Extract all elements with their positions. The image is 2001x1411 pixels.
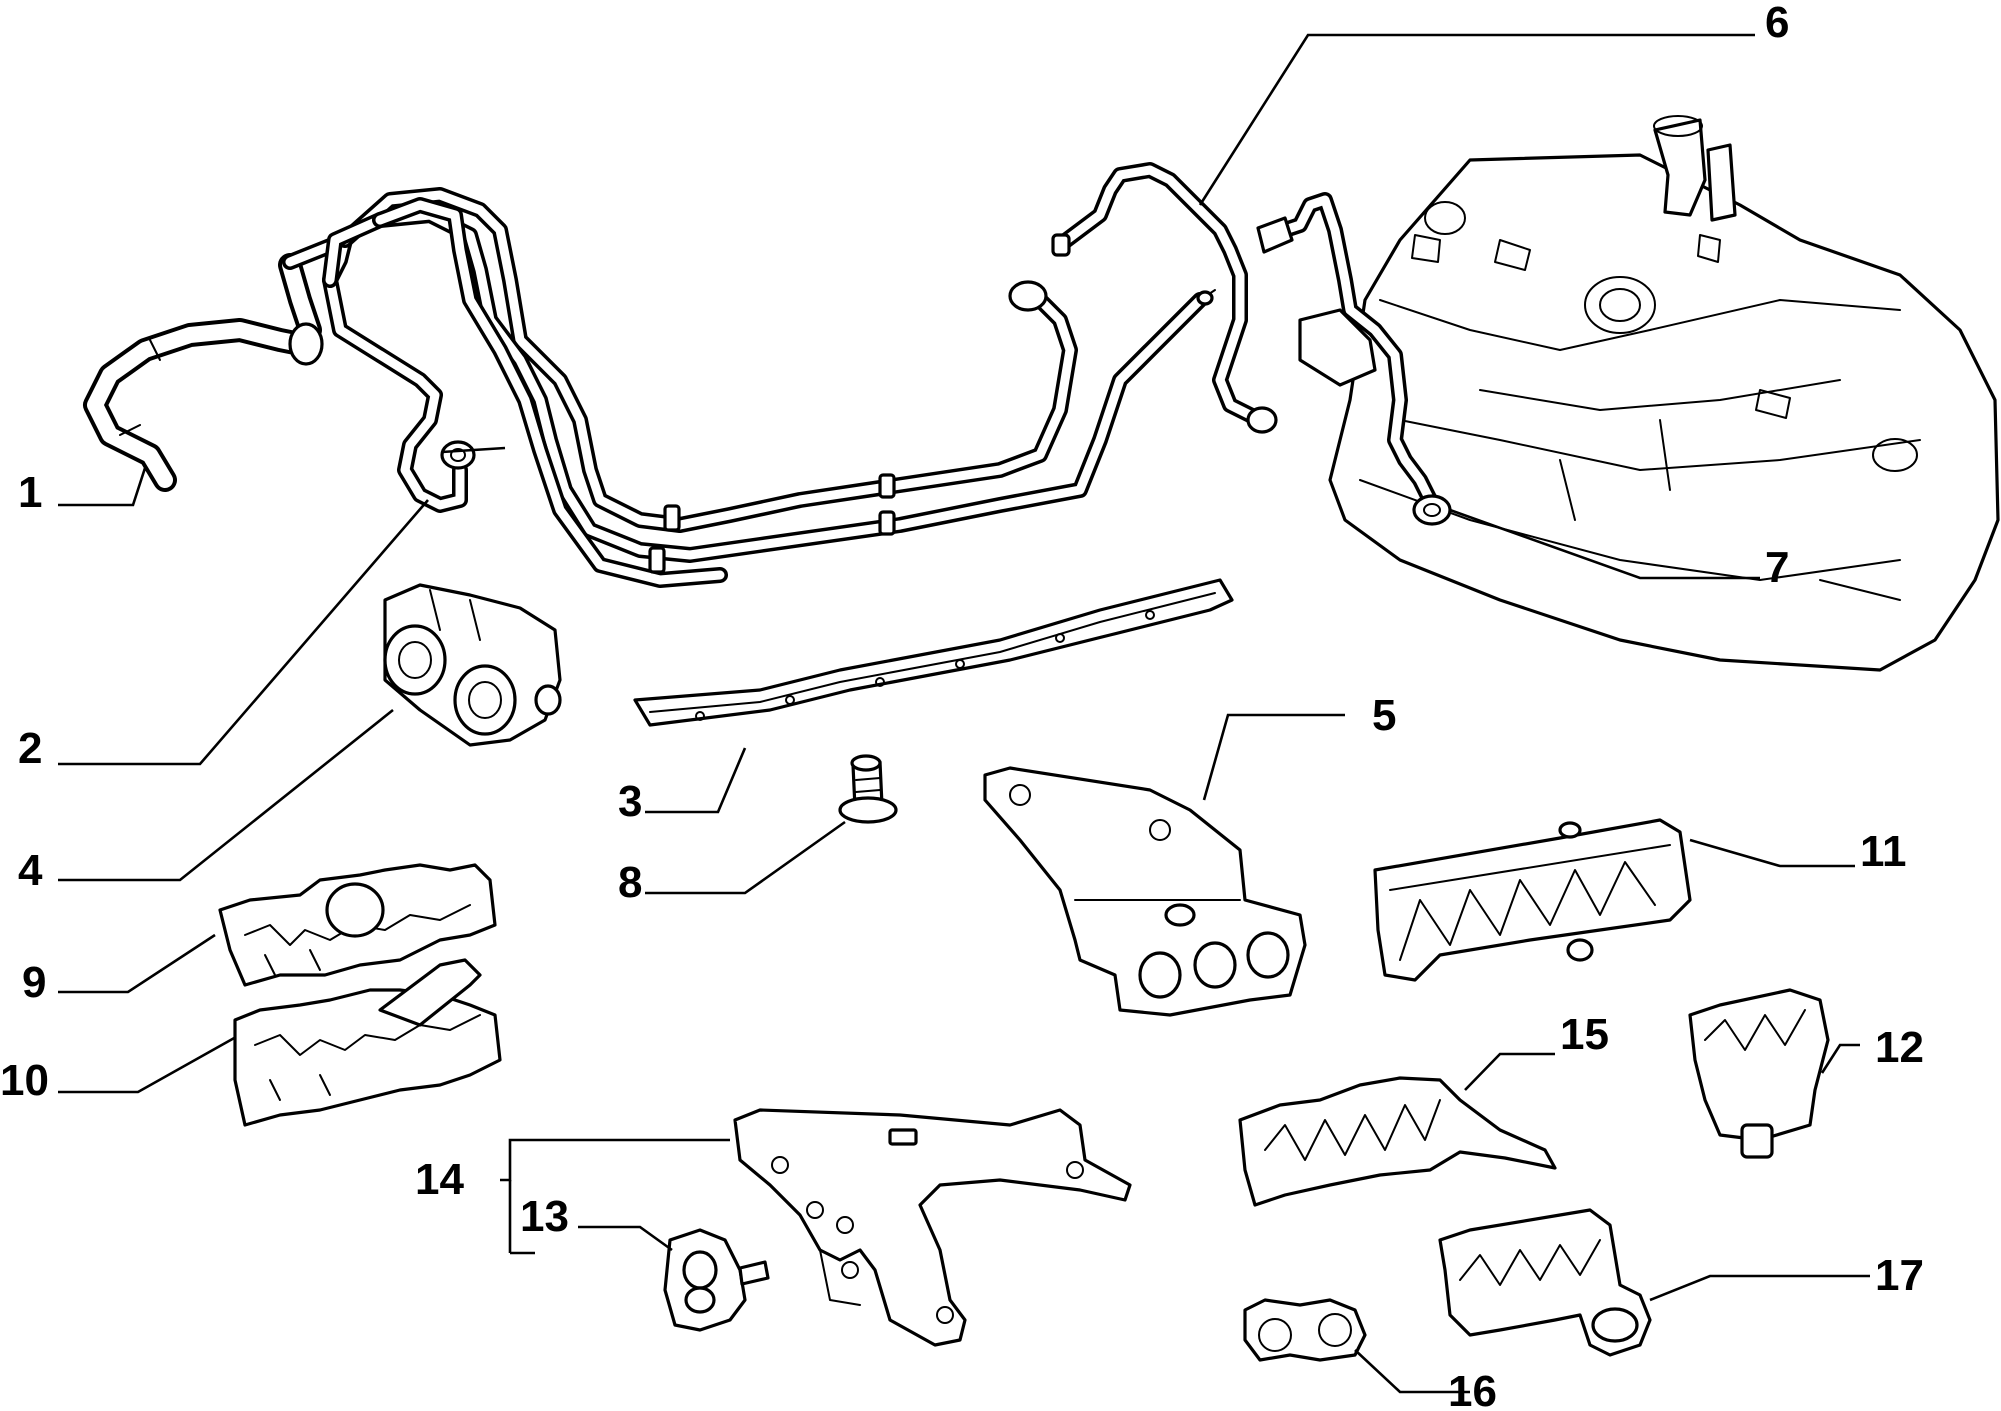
callout-3: 3 (618, 777, 642, 826)
callout-5: 5 (1372, 691, 1396, 740)
callout-6: 6 (1765, 0, 1789, 47)
part-2-fuel-pipes (282, 187, 1216, 588)
callout-9: 9 (22, 958, 46, 1007)
part-9-clip-strip (218, 863, 497, 987)
part-3-bracket-rail (633, 578, 1234, 727)
part-12-clip (1688, 988, 1830, 1159)
part-11-clip-bar (1373, 818, 1692, 982)
part-14-bracket (733, 1108, 1132, 1347)
part-13-small-clip (663, 1228, 770, 1332)
part-10-clip-strip (233, 958, 502, 1127)
callout-labels: 1 2 3 4 5 6 7 8 9 10 11 12 13 14 15 16 1… (0, 0, 1924, 1411)
part-4-twin-clip (383, 583, 562, 747)
callout-12: 12 (1875, 1023, 1924, 1072)
callout-11: 11 (1860, 827, 1907, 876)
part-1-rubber-hose (83, 253, 324, 492)
callout-8: 8 (618, 858, 642, 907)
part-15-clip-strip (1238, 1076, 1557, 1207)
callout-16: 16 (1448, 1367, 1497, 1411)
part-17-clip (1438, 1208, 1652, 1357)
callout-2: 2 (18, 724, 42, 773)
callout-1: 1 (18, 468, 42, 517)
callout-10: 10 (0, 1056, 49, 1105)
leader-lines (58, 33, 1870, 1394)
fuel-tank (1328, 115, 2000, 672)
part-8-bolt (838, 754, 898, 824)
callout-4: 4 (18, 846, 43, 895)
callout-17: 17 (1875, 1251, 1924, 1300)
part-7-tank-pipe (1256, 192, 1452, 526)
callout-13: 13 (520, 1192, 569, 1241)
callout-14: 14 (415, 1155, 464, 1204)
callout-7: 7 (1765, 543, 1789, 592)
part-6-pipes (1051, 162, 1278, 434)
callout-15: 15 (1560, 1010, 1609, 1059)
part-5-bracket-clip (983, 766, 1307, 1017)
part-16-mini-clip (1243, 1298, 1367, 1362)
